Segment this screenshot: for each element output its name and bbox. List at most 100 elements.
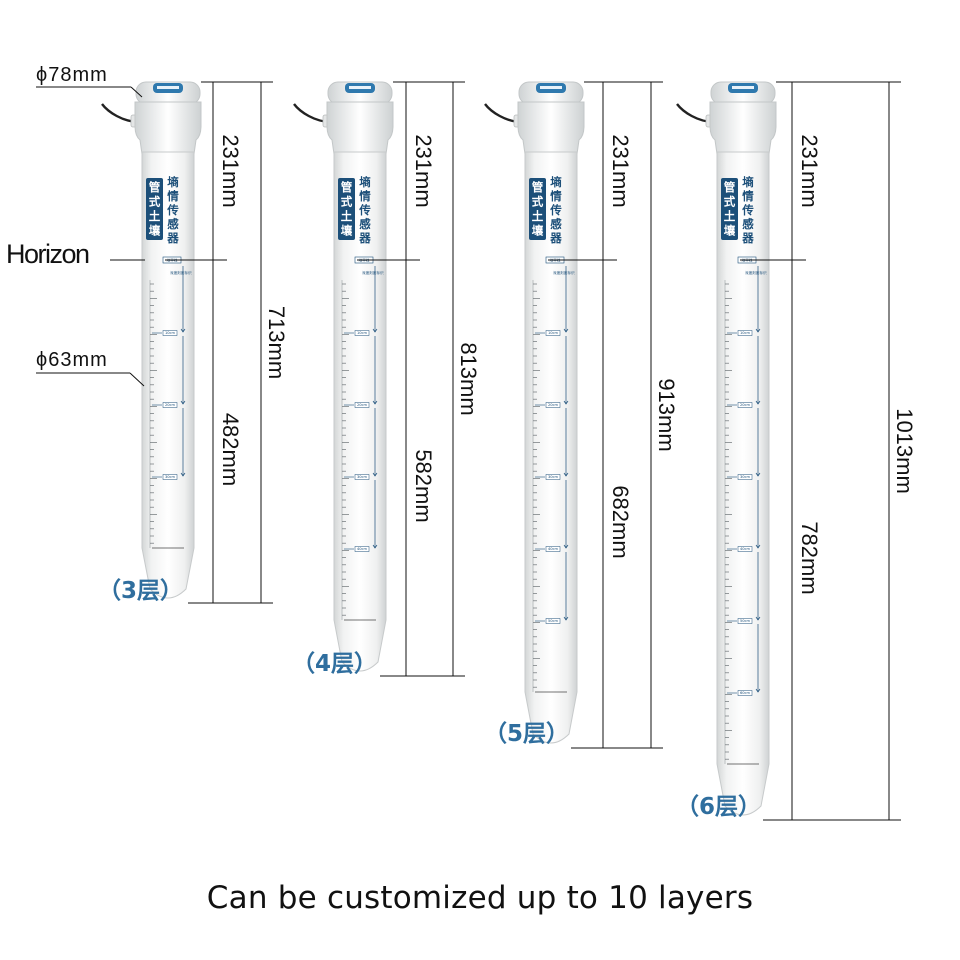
scale-note: 深度刻度标识 <box>170 270 192 275</box>
label-char: 器 <box>358 231 371 245</box>
label-box <box>338 178 355 240</box>
sensor-head <box>134 101 202 155</box>
marker-box <box>737 474 753 480</box>
label-char: 土 <box>341 209 353 223</box>
segment-arrow <box>563 400 569 405</box>
marker-label: 50cm <box>548 619 559 623</box>
head-length-label: 231mm <box>797 134 822 207</box>
segment-arrow <box>563 616 569 621</box>
sensor-5-layer: 管式土壤墒情传感器地平线深度刻度标识10cm20cm30cm40cm50cm23… <box>484 81 679 749</box>
label-char: 情 <box>358 189 371 203</box>
below-ground-label: 782mm <box>797 521 822 594</box>
label-char: 情 <box>741 189 754 203</box>
label-char: 传 <box>166 203 179 217</box>
sensor-head <box>709 101 777 155</box>
marker-box <box>545 402 561 408</box>
label-char: 传 <box>741 203 754 217</box>
segment-arrow <box>372 472 378 477</box>
segment-arrow <box>372 544 378 549</box>
below-ground-label: 582mm <box>411 449 436 522</box>
horizon-label: Horizon <box>6 239 89 269</box>
sensor-6-layer: 管式土壤墒情传感器地平线深度刻度标识10cm20cm30cm40cm50cm60… <box>676 81 917 821</box>
label-char: 情 <box>549 189 562 203</box>
sensor-tube <box>524 151 578 744</box>
head-length-label: 231mm <box>411 134 436 207</box>
marker-box <box>737 690 753 696</box>
marker-box <box>162 402 178 408</box>
label-char: 情 <box>166 189 179 203</box>
marker-label: 50cm <box>740 619 751 623</box>
label-char: 感 <box>359 217 371 231</box>
head-length-label: 231mm <box>608 134 633 207</box>
segment-arrow <box>755 328 761 333</box>
marker-label: 30cm <box>740 475 751 479</box>
label-char: 式 <box>341 195 353 209</box>
below-ground-label: 482mm <box>218 413 243 486</box>
marker-label: 20cm <box>357 403 368 407</box>
label-char: 器 <box>741 231 754 245</box>
total-length-label: 813mm <box>456 342 481 415</box>
label-char: 墒 <box>742 175 754 189</box>
label-char: 管 <box>341 180 353 194</box>
layer-count-label: （5层） <box>484 720 569 747</box>
segment-arrow <box>180 472 186 477</box>
total-length-label: 913mm <box>654 378 679 451</box>
dimensions: 231mm 582mm 813mm <box>357 81 481 677</box>
layer-count-label: （3层） <box>98 577 183 604</box>
cap-logo-mark <box>349 86 371 89</box>
sensor-tube <box>333 151 387 672</box>
sensor-head <box>326 101 394 155</box>
marker-box <box>354 330 370 336</box>
marker-box <box>354 546 370 552</box>
inner-diameter-leader-end <box>129 372 145 387</box>
marker-box <box>545 474 561 480</box>
label-char: 墒 <box>550 175 562 189</box>
marker-box <box>737 618 753 624</box>
marker-box <box>737 330 753 336</box>
sensor-3-layer: 管式土壤墒情传感器地平线深度刻度标识10cm20cm30cm231mm482mm… <box>98 81 289 604</box>
segment-arrow <box>372 400 378 405</box>
label-char: 墒 <box>167 175 179 189</box>
label-char: 感 <box>167 217 179 231</box>
marker-label: 30cm <box>548 475 559 479</box>
segment-arrow <box>563 328 569 333</box>
outer-diameter-leader-end <box>130 86 143 98</box>
scale-note: 深度刻度标识 <box>362 270 384 275</box>
label-box <box>146 178 163 240</box>
label-char: 感 <box>550 217 562 231</box>
inner-diameter-label: ϕ63mm <box>36 349 108 371</box>
below-ground-label: 682mm <box>608 485 633 558</box>
segment-arrow <box>180 400 186 405</box>
sensor-tube <box>141 151 195 599</box>
segment-arrow <box>755 400 761 405</box>
marker-label: 40cm <box>740 547 751 551</box>
marker-box <box>162 330 178 336</box>
marker-label: 30cm <box>357 475 368 479</box>
marker-label: 40cm <box>548 547 559 551</box>
segment-arrow <box>755 688 761 693</box>
cap-logo-mark <box>157 86 179 89</box>
segment-arrow <box>755 472 761 477</box>
head-length-label: 231mm <box>218 134 243 207</box>
label-char: 土 <box>149 209 161 223</box>
marker-box <box>545 330 561 336</box>
layer-count-label: （4层） <box>292 650 377 677</box>
label-box <box>529 178 546 240</box>
depth-scale: 地平线深度刻度标识10cm20cm30cm40cm50cm <box>532 256 575 693</box>
marker-box <box>545 546 561 552</box>
marker-box <box>737 546 753 552</box>
marker-box <box>545 618 561 624</box>
marker-label: 20cm <box>165 403 176 407</box>
marker-label: 10cm <box>740 331 751 335</box>
label-char: 感 <box>742 217 754 231</box>
dimensions: 231mm 682mm 913mm <box>548 81 679 749</box>
layer-count-label: （6层） <box>676 793 761 820</box>
segment-arrow <box>563 544 569 549</box>
marker-label: 20cm <box>548 403 559 407</box>
label-char: 式 <box>724 195 736 209</box>
label-char: 壤 <box>149 224 161 238</box>
